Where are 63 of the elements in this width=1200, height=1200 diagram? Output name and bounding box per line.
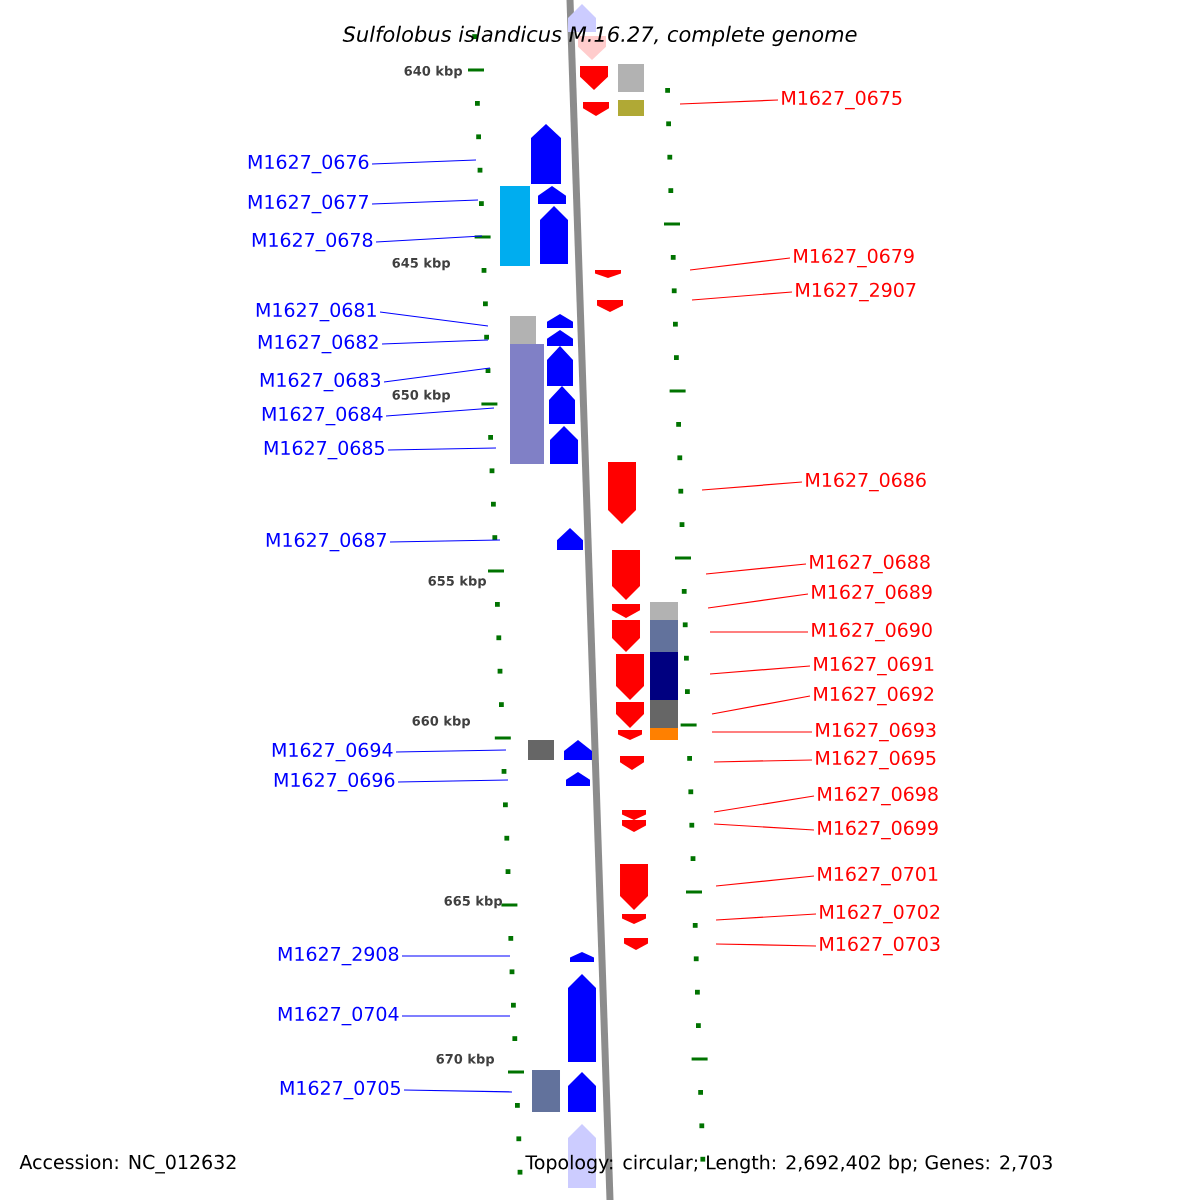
gene-label: M1627_0682 <box>258 334 378 354</box>
leader-line <box>371 159 477 165</box>
leader-line <box>705 563 807 575</box>
footer-text: Accession: NC_012632 <box>19 1154 236 1174</box>
gene-label: M1627_0696 <box>274 772 395 792</box>
leader-line <box>379 311 489 327</box>
leader-line <box>715 943 817 947</box>
leader-line <box>387 447 497 451</box>
gene-label: M1627_0686 <box>806 472 926 492</box>
gene-label: M1627_0689 <box>812 584 932 604</box>
gene-label: M1627_0698 <box>818 786 938 806</box>
leader-line <box>715 875 815 887</box>
gene-label: M1627_0691 <box>814 656 934 676</box>
gene-label: M1627_0694 <box>272 742 393 762</box>
leader-line <box>381 339 489 345</box>
leader-line <box>679 99 779 105</box>
leader-line <box>395 749 507 753</box>
title: Sulfolobus islandicus M.16.27, complete genome <box>342 25 857 47</box>
leader-line <box>713 823 815 831</box>
leader-line <box>709 665 811 675</box>
gene-label: M1627_0684 <box>262 406 383 426</box>
footer-text: Topology: circular; Length: 2,692,402 bp; Genes: 2,703 <box>525 1154 1052 1174</box>
leader-line <box>711 731 813 733</box>
gene-label: M1627_0677 <box>248 194 368 214</box>
gene-label: M1627_0683 <box>260 372 381 392</box>
leader-line <box>711 695 811 715</box>
leader-line <box>403 1089 513 1093</box>
leader-line <box>713 795 815 813</box>
leader-line <box>375 235 483 243</box>
gene-label: M1627_0685 <box>264 440 384 460</box>
leader-line <box>689 257 791 271</box>
gene-label: M1627_0687 <box>266 532 386 552</box>
gene-label: M1627_0705 <box>280 1080 400 1100</box>
leader-line <box>371 199 479 205</box>
gene-label: M1627_0690 <box>812 622 932 642</box>
leader-line <box>701 481 803 491</box>
gene-label: M1627_0695 <box>816 750 936 770</box>
gene-label: M1627_0681 <box>256 302 376 322</box>
leader-line <box>401 955 511 957</box>
gene-label: M1627_0703 <box>820 936 940 956</box>
gene-label: M1627_0678 <box>252 232 373 252</box>
gene-label: M1627_0679 <box>794 248 914 268</box>
leader-line <box>691 291 793 301</box>
gene-label: M1627_0701 <box>818 866 938 886</box>
gene-label: M1627_0688 <box>810 554 930 574</box>
gene-label: M1627_0704 <box>278 1006 399 1026</box>
gene-label: M1627_0693 <box>816 722 936 742</box>
gene-label: M1627_0702 <box>820 904 940 924</box>
leader-line <box>383 367 491 383</box>
gene-label: M1627_2907 <box>796 282 916 302</box>
leader-line <box>385 407 495 417</box>
leader-line <box>709 631 809 633</box>
gene-label: M1627_2908 <box>278 946 399 966</box>
leader-line <box>397 779 509 783</box>
leader-line <box>389 539 501 543</box>
gene-label: M1627_0676 <box>248 154 369 174</box>
gene-label: M1627_0675 <box>782 90 902 110</box>
gene-label: M1627_0692 <box>814 686 934 706</box>
leader-line <box>713 759 813 763</box>
leader-line <box>401 1015 511 1017</box>
leader-line <box>707 593 809 609</box>
leader-line <box>715 913 817 921</box>
gene-label: M1627_0699 <box>818 820 938 840</box>
